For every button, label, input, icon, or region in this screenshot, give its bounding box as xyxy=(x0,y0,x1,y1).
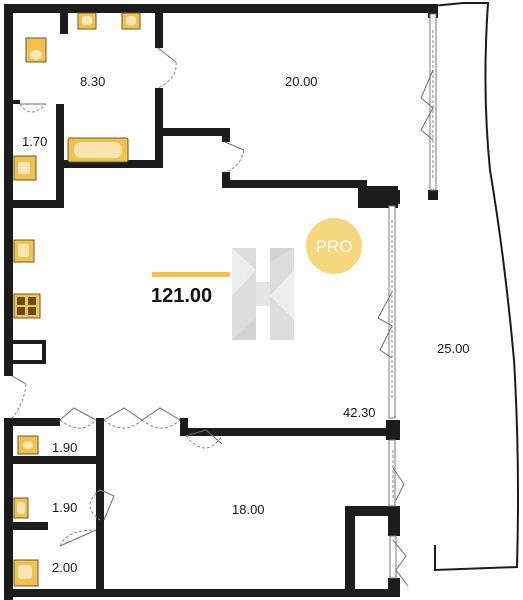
toilet-icon xyxy=(17,435,39,455)
logo-h-icon xyxy=(232,248,294,340)
room-area-living: 42.30 xyxy=(343,405,376,420)
room-area-wc-mid: 1.90 xyxy=(52,440,77,455)
swing-doors xyxy=(11,47,245,547)
room-area-wc-low: 1.90 xyxy=(52,500,77,515)
sink-icon xyxy=(13,155,37,181)
sink-icon xyxy=(13,239,35,263)
room-area-bedroom-top: 20.00 xyxy=(285,74,318,89)
stove-icon xyxy=(13,293,41,319)
sliding-doors xyxy=(377,30,434,587)
pro-badge-text: PRO xyxy=(316,237,353,256)
sink-icon xyxy=(13,497,29,519)
sink-icon xyxy=(77,12,97,30)
room-area-bathroom: 8.30 xyxy=(80,74,105,89)
pro-badge xyxy=(306,218,362,274)
accent-line xyxy=(152,272,230,277)
room-area-wc-top: 1.70 xyxy=(22,134,47,149)
toilet-icon xyxy=(25,37,47,63)
bathtub-icon xyxy=(67,137,129,163)
sink-icon xyxy=(121,12,141,30)
total-area: 121.00 xyxy=(151,285,212,307)
room-area-loggia: 25.00 xyxy=(437,341,470,356)
walls xyxy=(4,4,438,600)
sink-icon xyxy=(13,559,39,587)
glazing xyxy=(388,13,437,579)
loggia-outline xyxy=(431,2,519,572)
room-area-storage: 2.00 xyxy=(52,560,77,575)
room-area-bedroom-bottom: 18.00 xyxy=(232,502,265,517)
fixtures xyxy=(13,12,141,587)
